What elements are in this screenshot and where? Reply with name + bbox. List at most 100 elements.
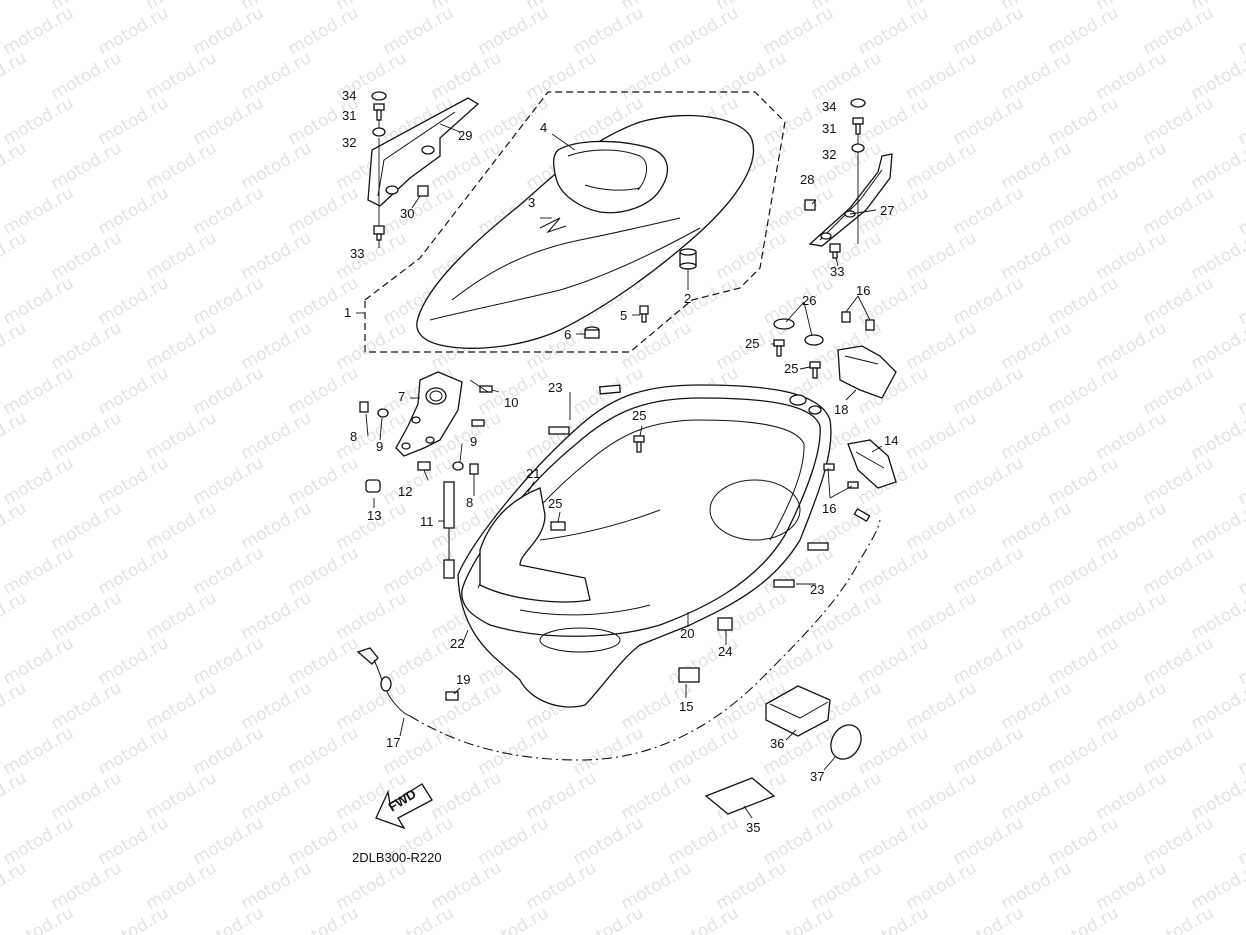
callout-34-a: 34 — [342, 88, 356, 103]
right-grab-rail-assembly — [804, 98, 893, 259]
callout-8-a: 8 — [350, 429, 357, 444]
seat-backrest — [552, 140, 669, 214]
seat-assembly — [364, 91, 786, 353]
seat-lock-cable[interactable] — [356, 508, 881, 761]
damper-23-c — [807, 542, 829, 551]
callout-25-d: 25 — [548, 496, 562, 511]
clip-24 — [717, 617, 733, 631]
left-grab-rail-assembly — [367, 91, 480, 241]
diagram-code: 2DLB300-R220 — [352, 850, 442, 865]
seat-damper — [679, 248, 697, 270]
callout-8-b: 8 — [466, 495, 473, 510]
storage-mat[interactable] — [479, 487, 591, 603]
cable-route — [409, 519, 881, 761]
bolt-19 — [445, 691, 459, 701]
owners-manual[interactable] — [704, 777, 776, 815]
damper-23-a — [598, 384, 621, 395]
seat-assembly-boundary — [364, 91, 786, 353]
callout-5: 5 — [620, 308, 627, 323]
callout-1: 1 — [344, 305, 351, 320]
storage-box-assembly — [445, 311, 897, 708]
damper-23-d — [773, 579, 795, 588]
bolt-31-left — [373, 103, 385, 121]
bracket-18[interactable] — [837, 345, 897, 399]
callout-37: 37 — [810, 769, 824, 784]
leader-lines — [356, 120, 883, 819]
callout-9-b: 9 — [470, 434, 477, 449]
damper-cap-13 — [365, 479, 381, 493]
callout-18: 18 — [834, 402, 848, 417]
nut-28 — [804, 199, 816, 211]
cap-26-b — [804, 334, 824, 346]
callout-labels: 1 2 3 4 5 6 7 8 8 9 9 10 11 12 13 14 15 … — [342, 88, 898, 835]
callout-6: 6 — [564, 327, 571, 342]
screw-25 — [550, 339, 821, 531]
callout-31-a: 31 — [342, 108, 356, 123]
callout-13: 13 — [367, 508, 381, 523]
callout-4: 4 — [540, 120, 547, 135]
callout-21: 21 — [526, 466, 540, 481]
callout-36: 36 — [770, 736, 784, 751]
callout-26: 26 — [802, 293, 816, 308]
seat[interactable] — [416, 114, 755, 349]
callout-24: 24 — [718, 644, 732, 659]
callout-35: 35 — [746, 820, 760, 835]
callout-19: 19 — [456, 672, 470, 687]
callout-12: 12 — [398, 484, 412, 499]
fwd-arrow — [375, 783, 433, 830]
nut-30 — [417, 185, 429, 197]
seat-nut — [584, 326, 600, 339]
grab-rail-right[interactable] — [808, 153, 893, 247]
seat-bolt — [639, 305, 649, 323]
washer-32-left — [372, 127, 386, 137]
bolt-12 — [417, 461, 431, 471]
clamp-15 — [678, 667, 700, 683]
callout-23-a: 23 — [548, 380, 562, 395]
washer-9 — [377, 408, 389, 418]
callout-29: 29 — [458, 128, 472, 143]
callout-7: 7 — [398, 389, 405, 404]
tool-kit[interactable] — [765, 685, 831, 737]
callout-31-b: 31 — [822, 121, 836, 136]
callout-23-b: 23 — [810, 582, 824, 597]
callout-14: 14 — [884, 433, 898, 448]
cap-34-left — [371, 91, 387, 101]
callout-25-b: 25 — [784, 361, 798, 376]
callout-27: 27 — [880, 203, 894, 218]
tool-band[interactable] — [825, 719, 867, 764]
callout-22: 22 — [450, 636, 464, 651]
callout-25-a: 25 — [745, 336, 759, 351]
callout-11: 11 — [420, 514, 434, 529]
bolt-33-left — [373, 225, 385, 241]
callout-34-b: 34 — [822, 99, 836, 114]
callout-33-b: 33 — [830, 264, 844, 279]
seat-hinge-assembly — [359, 371, 493, 579]
callout-9-a: 9 — [376, 439, 383, 454]
washer-32-right — [851, 143, 865, 153]
callout-10: 10 — [504, 395, 518, 410]
callout-3: 3 — [528, 195, 535, 210]
callout-30: 30 — [400, 206, 414, 221]
callout-2: 2 — [684, 291, 691, 306]
bracket-14[interactable] — [847, 439, 897, 489]
cap-26-a — [773, 318, 795, 330]
callout-28: 28 — [800, 172, 814, 187]
seat-damper-11[interactable] — [443, 481, 455, 579]
callout-32-a: 32 — [342, 135, 356, 150]
callout-16-b: 16 — [822, 501, 836, 516]
callout-17: 17 — [386, 735, 400, 750]
bolt-31-right — [852, 117, 864, 135]
bolt-16 — [841, 311, 851, 323]
damper-23-b — [548, 426, 570, 435]
callout-33-a: 33 — [350, 246, 364, 261]
callout-25-c: 25 — [632, 408, 646, 423]
cap-34-right — [850, 98, 866, 108]
callout-32-b: 32 — [822, 147, 836, 162]
bolt-33-right — [829, 243, 841, 259]
seat-emblem — [539, 217, 567, 234]
callout-15: 15 — [679, 699, 693, 714]
bolt-10 — [471, 385, 493, 427]
callout-16-a: 16 — [856, 283, 870, 298]
